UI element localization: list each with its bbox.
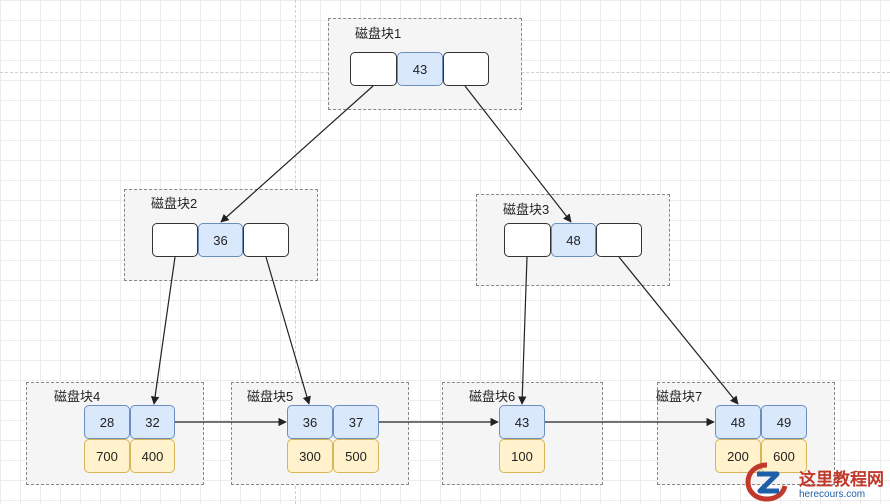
edge-block1-to-block2 [220,85,374,223]
block-4-value-1: 700 [84,439,130,473]
edge-block2-to-block4 [150,256,176,405]
edge-block2-to-block5 [265,256,311,405]
block-7-key-2: 49 [761,405,807,439]
block-5-key-1: 36 [287,405,333,439]
disk-block-1-title: 磁盘块1 [355,26,402,41]
block-6-value-1: 100 [499,439,545,473]
block-4-key-2: 32 [130,405,175,439]
block-5-key-2: 37 [333,405,379,439]
block-7-key-1: 48 [715,405,761,439]
block-3-key: 48 [551,223,596,257]
disk-block-6-title: 磁盘块6 [469,389,516,404]
disk-block-4-title: 磁盘块4 [54,389,101,404]
watermark-site-name: 这里教程网 [799,470,884,490]
edge-block1-to-block3 [464,85,572,223]
edge-block3-to-block7 [618,256,739,405]
block-2-pointer-left [152,223,198,257]
block-1-pointer-right [443,52,489,86]
block-1-key: 43 [397,52,443,86]
block-5-value-1: 300 [287,439,333,473]
block-6-key-1: 43 [499,405,545,439]
disk-block-2-title: 磁盘块2 [151,196,198,211]
disk-block-5-title: 磁盘块5 [247,389,294,404]
watermark-logo-icon [745,462,788,502]
block-4-value-2: 400 [130,439,175,473]
disk-block-7-title: 磁盘块7 [656,389,703,404]
disk-block-3-title: 磁盘块3 [503,202,550,217]
watermark-url: herecours.com [799,489,866,500]
watermark: 这里教程网 herecours.com [799,471,884,501]
block-1-pointer-left [350,52,397,86]
block-2-key: 36 [198,223,243,257]
block-5-value-2: 500 [333,439,379,473]
block-3-pointer-left [504,223,551,257]
block-7-value-2: 600 [761,439,807,473]
block-2-pointer-right [243,223,289,257]
block-3-pointer-right [596,223,642,257]
block-4-key-1: 28 [84,405,130,439]
edge-block3-to-block6 [518,256,528,405]
